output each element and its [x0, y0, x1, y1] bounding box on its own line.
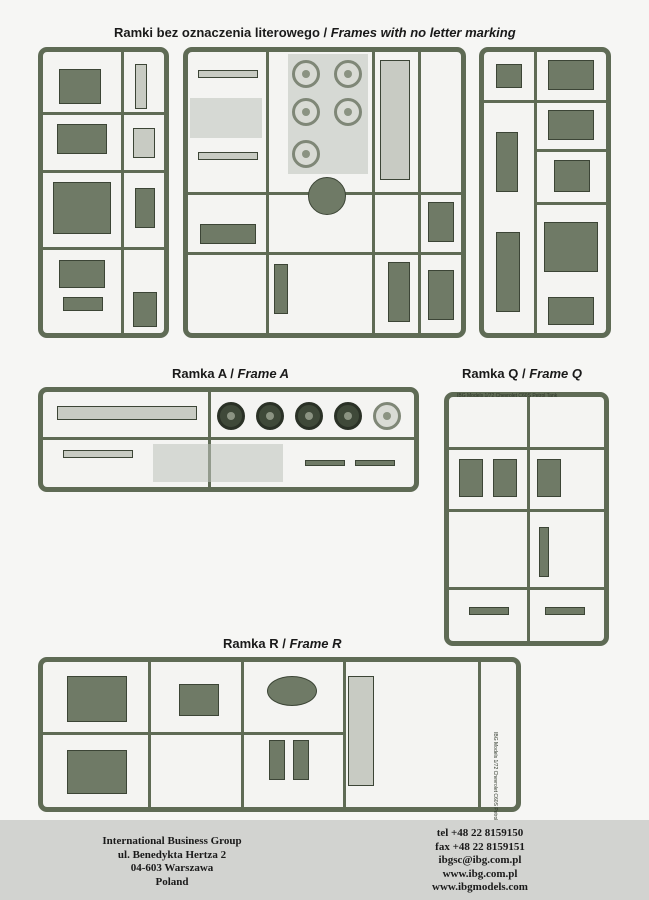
- sprue-tab-label: IBG Models 1/72 Chevrolet C60S Petrol Ta…: [492, 732, 498, 833]
- part-cab-panel: [548, 110, 594, 140]
- part-small: [539, 527, 549, 577]
- part-tank-panel: [493, 459, 517, 497]
- part-engine-block: [53, 182, 111, 234]
- part-box: [59, 69, 101, 104]
- heading-frames-no-letter: Ramki bez oznaczenia literowego / Frames…: [114, 25, 516, 40]
- sprue-tab-label: IBG Models 1/72 Chevrolet C60S Petrol Ta…: [457, 393, 558, 399]
- sprue-top-center: [183, 47, 466, 338]
- part-axle: [198, 70, 258, 78]
- part-cab-floor: [548, 297, 594, 325]
- wheel: [295, 402, 323, 430]
- company-address: International Business Group ul. Benedyk…: [102, 835, 242, 888]
- wheel: [217, 402, 245, 430]
- part-small: [428, 202, 454, 242]
- part-small: [545, 607, 585, 615]
- part-cab-rear: [544, 222, 598, 272]
- part-chassis-frame: [57, 406, 197, 420]
- spare-wheel: [334, 60, 362, 88]
- part-rod: [135, 64, 147, 109]
- wheel: [256, 402, 284, 430]
- part-small: [469, 607, 509, 615]
- heading-frame-q: Ramka Q / Frame Q: [462, 366, 582, 381]
- sprue-frame-r: IBG Models 1/72 Chevrolet C60S Petrol Ta…: [38, 657, 521, 832]
- wheel: [373, 402, 401, 430]
- part-small: [293, 740, 309, 780]
- company-contacts: tel +48 22 8159150 fax +48 22 8159151 ib…: [432, 827, 528, 893]
- part-small: [496, 132, 518, 192]
- sprue-frame-a: [38, 387, 419, 492]
- part-small: [388, 262, 410, 322]
- part-small: [496, 232, 520, 312]
- part-tank-end: [179, 684, 219, 716]
- part-bracket: [63, 297, 103, 311]
- wheel: [334, 402, 362, 430]
- part-cab-panel: [548, 60, 594, 90]
- part-tank-panel: [537, 459, 561, 497]
- spare-wheel: [292, 60, 320, 88]
- part-small: [274, 264, 288, 314]
- footer-band: [0, 820, 649, 900]
- part-axle: [198, 152, 258, 160]
- part-frame: [57, 124, 107, 154]
- spare-wheel: [292, 98, 320, 126]
- part-tank-frame: [348, 676, 374, 786]
- part-tank-side: [67, 676, 127, 722]
- part-chassis-rail: [380, 60, 410, 180]
- sprue-top-left: [38, 47, 169, 338]
- part-small: [428, 270, 454, 320]
- part-tank-panel: [459, 459, 483, 497]
- part-panel: [59, 260, 105, 288]
- part-spring: [305, 460, 345, 466]
- part-spring: [355, 460, 395, 466]
- part-small: [133, 292, 157, 327]
- heading-frame-a: Ramka A / Frame A: [172, 366, 290, 381]
- part-small: [135, 188, 155, 228]
- part-small: [496, 64, 522, 88]
- part-rod: [133, 128, 155, 158]
- spare-wheel: [334, 98, 362, 126]
- spare-wheel: [292, 140, 320, 168]
- part-small: [200, 224, 256, 244]
- heading-frame-r: Ramka R / Frame R: [223, 636, 342, 651]
- part-tank-cap: [267, 676, 317, 706]
- part-tank-side: [67, 750, 127, 794]
- part-seat: [554, 160, 590, 192]
- part-small: [269, 740, 285, 780]
- sprue-frame-q: IBG Models 1/72 Chevrolet C60S Petrol Ta…: [444, 392, 609, 646]
- part-small: [63, 450, 133, 458]
- sprue-top-right: [479, 47, 611, 338]
- part-tank-end: [308, 177, 346, 215]
